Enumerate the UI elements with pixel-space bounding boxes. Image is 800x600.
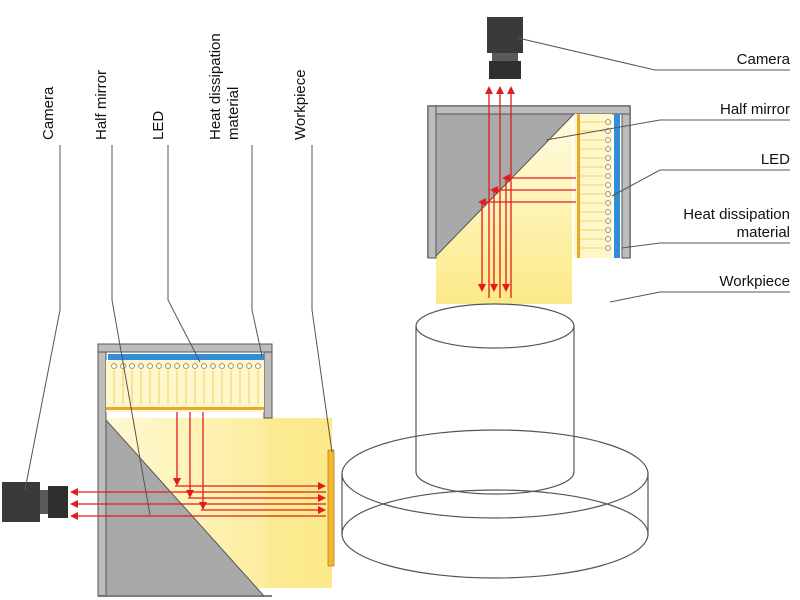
top-camera [487,17,523,79]
top-half-mirror [435,113,576,258]
side-heat-dissipation-material [108,354,264,360]
top-view-illustration [341,17,649,579]
top-leader-lines [517,37,790,303]
top-led-array [574,114,612,258]
side-label-workpiece: Workpiece [292,69,309,140]
side-labels: Camera Half mirror LED Heat dissipation … [40,33,309,140]
top-heat-dissipation-material [614,114,620,258]
side-half-mirror [105,418,266,597]
top-labels: Camera Half mirror LED Heat dissipation … [683,51,790,290]
side-light-rays [70,412,326,520]
top-light-rays [478,86,576,298]
top-label-workpiece: Workpiece [719,273,790,290]
side-view-illustration [2,343,335,597]
side-leader-lines [24,145,333,516]
side-label-heat-line2: material [225,87,242,140]
side-label-half-mirror: Half mirror [93,70,110,140]
top-label-half-mirror: Half mirror [720,101,790,118]
top-workpiece-cylinder [341,303,649,579]
top-label-heat-line2: material [737,224,790,241]
side-label-led: LED [150,111,167,140]
top-label-led: LED [761,151,790,168]
top-label-heat-line1: Heat dissipation [683,206,790,223]
side-led-array [106,360,264,412]
side-workpiece [327,449,335,567]
top-label-camera: Camera [737,51,791,68]
side-camera [2,482,68,522]
side-label-camera: Camera [40,86,57,140]
top-housing [427,105,631,259]
side-label-heat-line1: Heat dissipation [207,33,224,140]
